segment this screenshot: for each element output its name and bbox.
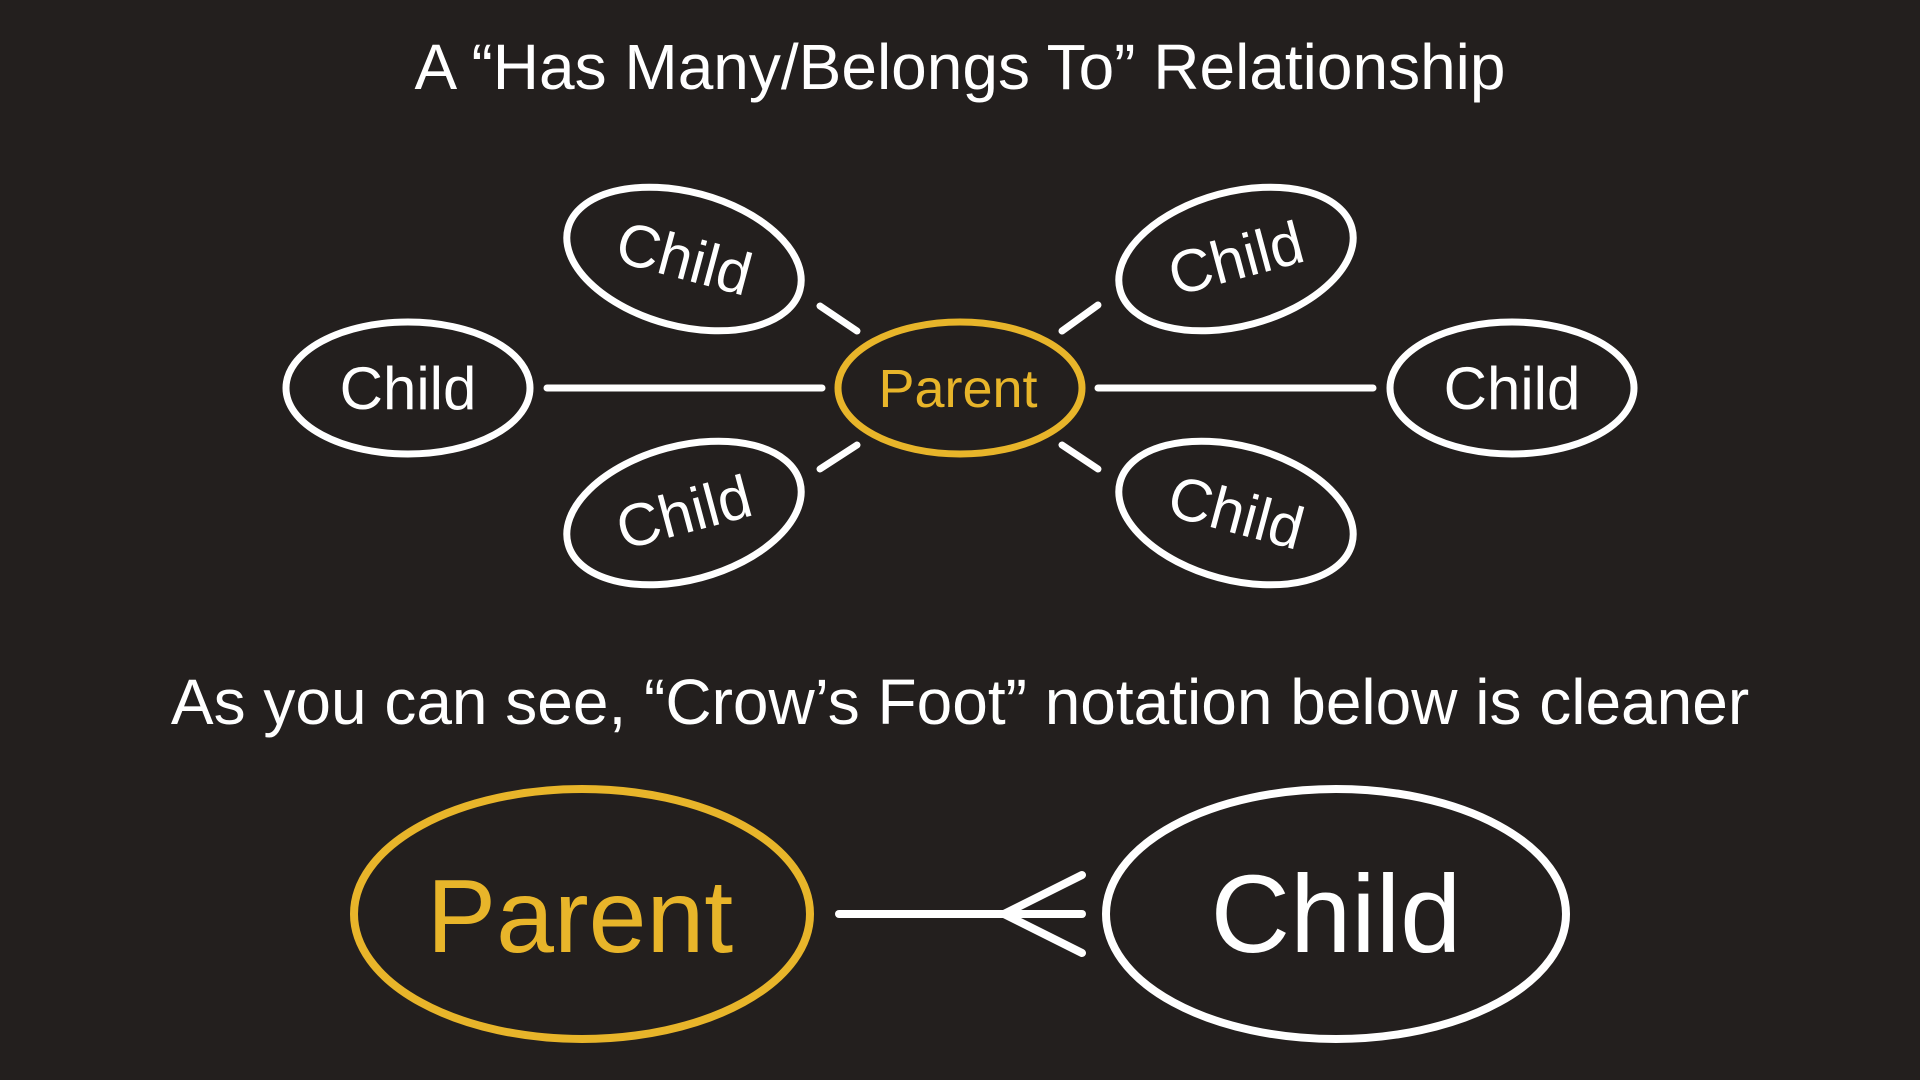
child-label: Child — [609, 208, 758, 308]
child-ellipse — [1115, 183, 1357, 335]
connector-top-left — [816, 302, 861, 335]
crows-foot-connector — [835, 871, 1086, 957]
child-ellipse — [1386, 318, 1638, 458]
child-label: Child — [1444, 355, 1581, 422]
crows-foot-parent-ellipse — [350, 785, 814, 1043]
crows-foot-prong-bottom — [1000, 910, 1086, 957]
crows-foot-child-ellipse — [1102, 785, 1570, 1043]
child-ellipse — [282, 318, 534, 458]
connector-bottom-right — [1058, 441, 1102, 473]
crows-foot-prong-top — [1000, 871, 1086, 918]
top-parent-node: Parent — [834, 318, 1086, 458]
child-label: Child — [340, 355, 477, 422]
child-label: Child — [609, 462, 758, 562]
child-node-top-left: Child — [563, 183, 805, 335]
child-ellipse — [563, 437, 805, 589]
top-parent-ellipse — [834, 318, 1086, 458]
crows-foot-parent-node: Parent — [350, 785, 814, 1043]
child-node-top-right: Child — [1115, 183, 1357, 335]
crows-foot-child-label: Child — [1211, 853, 1462, 976]
connector-bottom-left — [816, 441, 861, 473]
slide-title: A “Has Many/Belongs To” Relationship — [414, 31, 1506, 103]
top-connectors — [543, 301, 1377, 473]
slide-subtitle: As you can see, “Crow’s Foot” notation b… — [170, 666, 1750, 738]
child-ellipse — [563, 183, 805, 335]
connector-top-right — [1058, 301, 1102, 335]
child-label: Child — [1161, 208, 1310, 308]
crows-foot-parent-label: Parent — [427, 859, 734, 975]
child-node-bottom-left: Child — [563, 437, 805, 589]
child-node-left: Child — [282, 318, 534, 458]
child-node-bottom-right: Child — [1115, 437, 1357, 589]
child-label: Child — [1161, 462, 1310, 562]
crows-foot-child-node: Child — [1102, 785, 1570, 1043]
child-ellipse — [1115, 437, 1357, 589]
top-parent-label: Parent — [878, 359, 1037, 419]
child-node-right: Child — [1386, 318, 1638, 458]
